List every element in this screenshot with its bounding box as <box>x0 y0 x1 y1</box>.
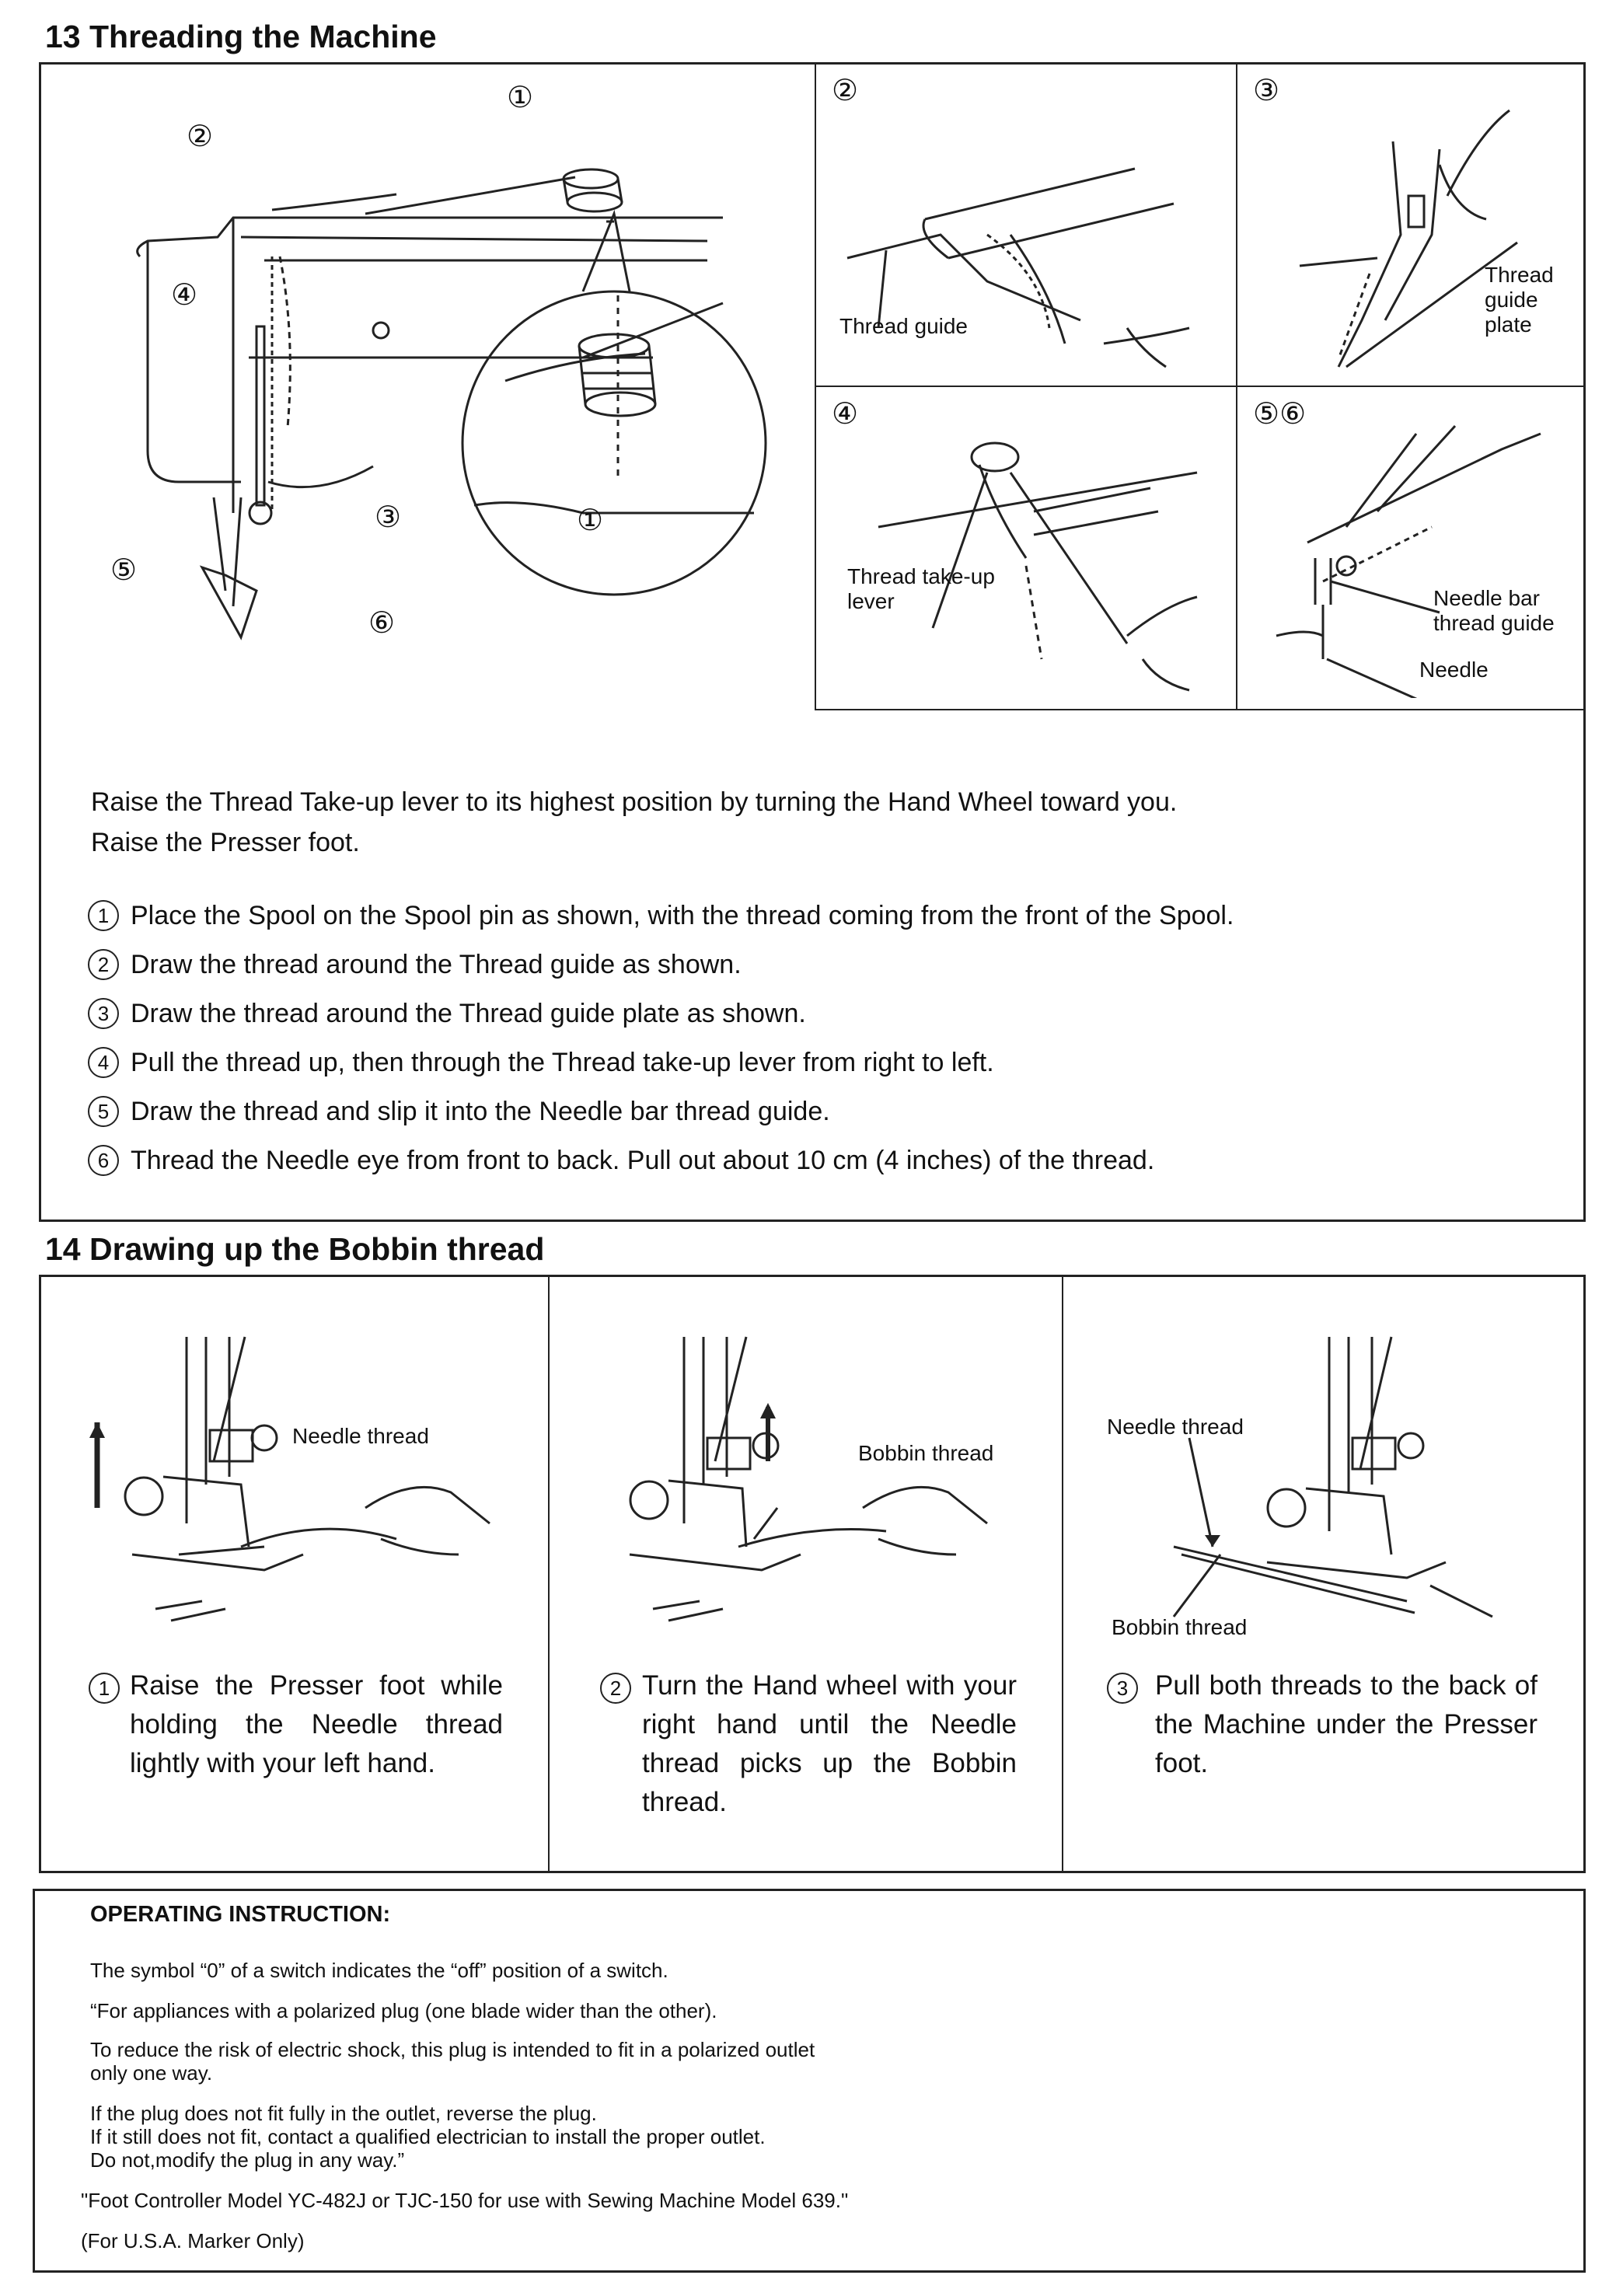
raise-presser-foot-illustration <box>89 1336 490 1622</box>
step-number: 4 <box>88 1047 119 1078</box>
callout-2-thread-guide: ② <box>187 120 214 153</box>
step-4: 4 Pull the thread up, then through the Th… <box>88 1047 994 1078</box>
step-3: 3 Draw the thread around the Thread guide… <box>88 998 806 1029</box>
operating-line-9: (For U.S.A. Marker Only) <box>81 2229 305 2252</box>
operating-line-3: To reduce the risk of electric shock, th… <box>90 2038 815 2061</box>
panel-number: ⑤⑥ <box>1253 396 1307 431</box>
label-thread-take-up-lever-1: Thread take-up <box>847 564 995 588</box>
thread-guide-illustration <box>846 167 1190 368</box>
panel-number: ② <box>832 73 859 107</box>
callout-1-spool: ① <box>507 82 534 114</box>
operating-instruction-box <box>33 1889 1586 2273</box>
operating-line-2: “For appliances with a polarized plug (o… <box>90 1999 717 2022</box>
panel-thread-guide: ② Thread guide <box>815 62 1237 387</box>
column-2-number: 2 <box>600 1673 631 1704</box>
section-14-box <box>39 1275 1586 1873</box>
step-number: 5 <box>88 1096 119 1127</box>
column-divider <box>1062 1275 1063 1873</box>
pull-both-threads-illustration <box>1172 1336 1493 1618</box>
label-thread-guide-plate-1: Thread <box>1485 263 1554 287</box>
callout-1-inset: ① <box>577 504 604 537</box>
step-number: 2 <box>88 949 119 980</box>
column-3-number: 3 <box>1107 1673 1138 1704</box>
machine-threading-illustration <box>136 168 767 640</box>
take-up-lever-illustration <box>878 441 1198 692</box>
label-needle: Needle <box>1419 658 1489 682</box>
panel-number: ③ <box>1253 73 1280 107</box>
label-thread-guide: Thread guide <box>839 314 969 338</box>
step-number: 6 <box>88 1145 119 1176</box>
step-text: Thread the Needle eye from front to back… <box>131 1145 1155 1175</box>
section-14-title: 14 Drawing up the Bobbin thread <box>45 1231 545 1267</box>
label-thread-take-up-lever-2: lever <box>847 589 895 613</box>
section-13-title: 13 Threading the Machine <box>45 19 437 54</box>
label-needle-thread-col3: Needle thread <box>1107 1415 1244 1439</box>
operating-line-6: If it still does not fit, contact a qual… <box>90 2125 766 2148</box>
column-1-text: Raise the Presser foot while holding the… <box>130 1670 503 1778</box>
label-bobbin-thread-col2: Bobbin thread <box>858 1441 994 1465</box>
operating-line-8: "Foot Controller Model YC-482J or TJC-15… <box>81 2189 849 2212</box>
intro-line-1: Raise the Thread Take-up lever to its hi… <box>91 787 1178 817</box>
panel-thread-guide-plate: ③ Thread guide plate <box>1236 62 1586 387</box>
step-2: 2 Draw the thread around the Thread guide… <box>88 949 742 980</box>
operating-line-7: Do not,modify the plug in any way.” <box>90 2148 405 2172</box>
label-thread-guide-plate-3: plate <box>1485 312 1532 337</box>
label-bobbin-thread-col3: Bobbin thread <box>1112 1615 1248 1639</box>
step-text: Draw the thread and slip it into the Nee… <box>131 1096 830 1126</box>
guide-plate-illustration <box>1299 109 1518 368</box>
callout-5-needle-bar: ⑤ <box>110 554 138 587</box>
callout-3-guide-plate: ③ <box>375 501 402 534</box>
step-text: Place the Spool on the Spool pin as show… <box>131 900 1234 930</box>
panel-number: ④ <box>832 396 859 431</box>
step-5: 5 Draw the thread and slip it into the Ne… <box>88 1096 830 1127</box>
callout-4-takeup-lever: ④ <box>171 279 198 312</box>
step-number: 1 <box>88 900 119 931</box>
needle-bar-illustration <box>1276 424 1541 698</box>
label-needle-thread-col1: Needle thread <box>292 1424 429 1448</box>
step-6: 6 Thread the Needle eye from front to bac… <box>88 1145 1154 1176</box>
operating-line-5: If the plug does not fit fully in the ou… <box>90 2102 597 2125</box>
callout-6-needle: ⑥ <box>368 607 396 640</box>
panel-needle-bar-guide: ⑤⑥ Needle bar thread guide Needle <box>1236 386 1586 710</box>
intro-line-2: Raise the Presser foot. <box>91 828 360 857</box>
step-text: Draw the thread around the Thread guide … <box>131 949 742 979</box>
step-text: Draw the thread around the Thread guide … <box>131 998 806 1028</box>
column-divider <box>548 1275 550 1873</box>
label-needle-bar-2: thread guide <box>1433 611 1555 635</box>
turn-hand-wheel-illustration <box>629 1336 988 1622</box>
column-2-text: Turn the Hand wheel with your right hand… <box>642 1670 1017 1817</box>
operating-instruction-heading: OPERATING INSTRUCTION: <box>90 1902 391 1927</box>
step-1: 1 Place the Spool on the Spool pin as sho… <box>88 900 1234 931</box>
step-text: Pull the thread up, then through the Thr… <box>131 1047 994 1077</box>
panel-take-up-lever: ④ Thread take-up lever <box>815 386 1237 710</box>
label-needle-bar-1: Needle bar <box>1433 586 1540 610</box>
column-1-number: 1 <box>89 1673 120 1704</box>
operating-line-4: only one way. <box>90 2061 213 2085</box>
column-3-text: Pull both threads to the back of the Mac… <box>1155 1670 1537 1778</box>
step-number: 3 <box>88 998 119 1029</box>
operating-line-1: The symbol “0” of a switch indicates the… <box>90 1959 668 1982</box>
label-thread-guide-plate-2: guide <box>1485 288 1538 312</box>
